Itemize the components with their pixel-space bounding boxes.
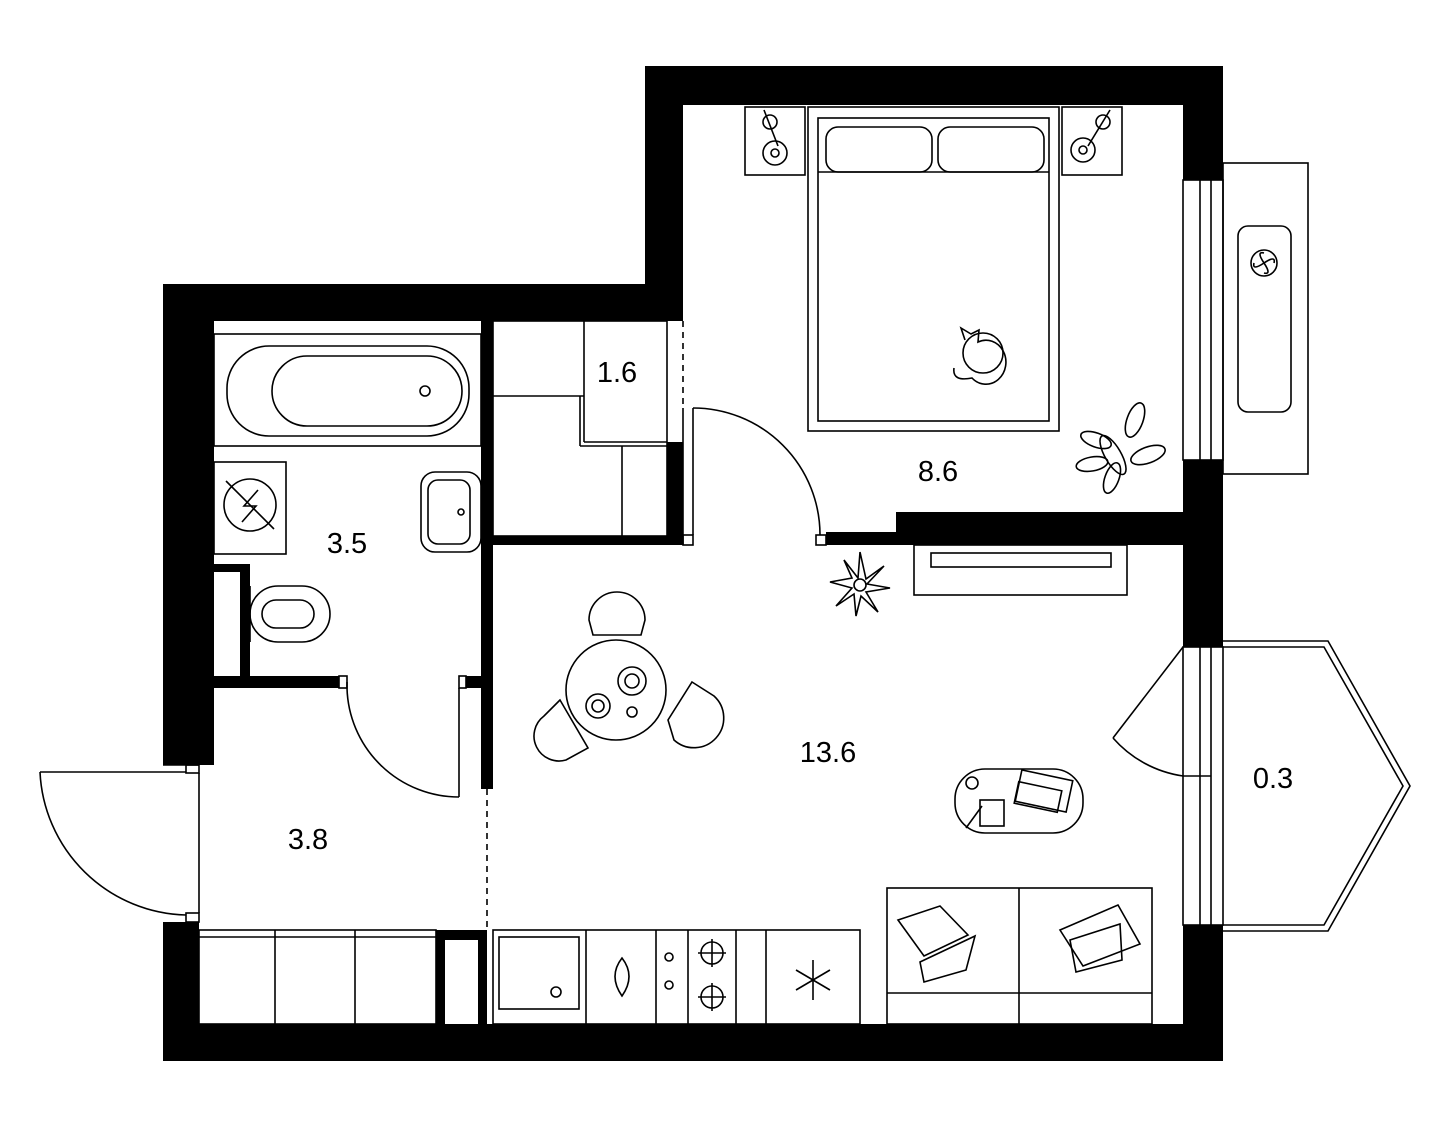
bedroom-area-label: 8.6	[918, 456, 958, 488]
bedroom-door	[682, 407, 827, 546]
toilet	[249, 585, 331, 643]
closet	[492, 320, 684, 537]
window-bedroom	[1182, 179, 1224, 461]
entrance-door	[39, 764, 200, 923]
balcony-area-label: 0.3	[1253, 763, 1293, 795]
window-living	[1182, 646, 1224, 926]
bed	[807, 106, 1060, 432]
fan-icon	[1250, 249, 1278, 277]
walls	[163, 66, 1223, 1061]
plant-icon	[1075, 402, 1166, 495]
ac-ledge	[1222, 162, 1309, 475]
bathtub	[213, 333, 482, 447]
flower-icon	[829, 551, 891, 617]
sofa	[886, 887, 1153, 1025]
balcony	[1112, 640, 1411, 932]
desk	[954, 768, 1084, 834]
nightstand-right	[1061, 106, 1123, 176]
storage-area-label: 1.6	[597, 357, 637, 389]
sink	[420, 471, 482, 553]
dining-table	[533, 591, 725, 762]
kitchen-counter	[492, 929, 861, 1025]
bathroom-area-label: 3.5	[327, 528, 367, 560]
cat-icon	[953, 326, 1007, 385]
hallway-area-label: 3.8	[288, 824, 328, 856]
tv-stand	[913, 544, 1128, 596]
nightstand-left	[744, 106, 806, 176]
bathroom-door	[338, 675, 467, 798]
living-kitchen-area-label: 13.6	[800, 737, 856, 769]
wardrobe	[198, 929, 437, 1025]
snowflake-icon	[795, 960, 831, 1000]
washing-machine	[213, 461, 287, 555]
